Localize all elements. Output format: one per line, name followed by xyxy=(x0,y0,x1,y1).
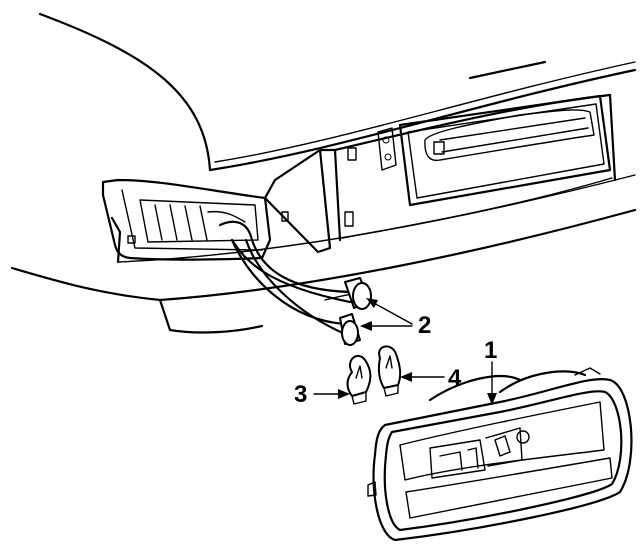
callout-1: 1 xyxy=(484,337,497,364)
lower-socket xyxy=(339,313,361,346)
bulb-right xyxy=(377,345,402,397)
leader-lines xyxy=(313,298,497,405)
upper-socket xyxy=(344,277,372,310)
rear-body-panel xyxy=(10,174,637,334)
callout-4: 4 xyxy=(448,365,462,392)
lamp-housing-opening xyxy=(101,178,272,261)
bulb-left xyxy=(346,354,372,405)
callout-3: 3 xyxy=(294,381,307,408)
wiring-harness xyxy=(218,220,372,346)
trunk-lid xyxy=(38,12,637,172)
tail-lamp-assembly xyxy=(367,367,633,542)
license-plate-recess xyxy=(263,93,617,254)
callout-2: 2 xyxy=(418,312,431,339)
